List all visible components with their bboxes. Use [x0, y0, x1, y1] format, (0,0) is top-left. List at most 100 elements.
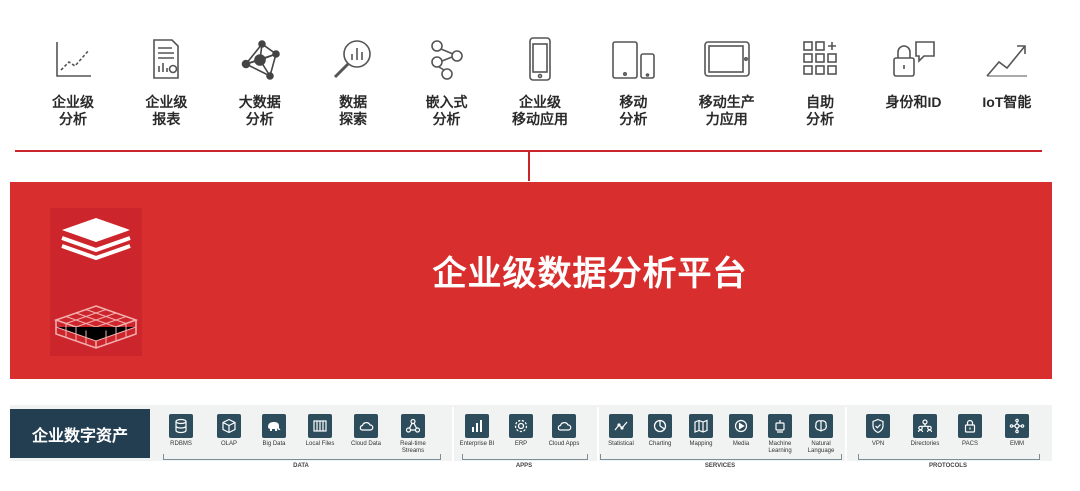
capability-label: 移动 分析: [619, 94, 648, 127]
padlock-icon: [958, 414, 982, 438]
capability-label: 自助 分析: [806, 94, 835, 127]
asset-name: EMM: [1010, 441, 1024, 447]
platform-band: [10, 182, 1052, 379]
asset-item-erp: ERP: [495, 414, 547, 448]
asset-name: Machine Learning: [768, 441, 792, 454]
asset-name: Real-time Streams: [400, 441, 426, 454]
asset-item-cloud-data: Cloud Data: [340, 414, 392, 448]
brain-icon: [809, 414, 833, 438]
elephant-icon: [262, 414, 286, 438]
people-icon: [913, 414, 937, 438]
capability-iot: IoT智能: [964, 36, 1050, 136]
capability-mobile-analytics: 移动 分析: [590, 36, 676, 136]
group-label-services: SERVICES: [704, 463, 736, 469]
map-icon: [689, 414, 713, 438]
asset-name: Charting: [648, 441, 672, 447]
group-bracket-apps: [462, 454, 588, 460]
stream-nodes-icon: [401, 414, 425, 438]
shield-check-icon: [866, 414, 890, 438]
asset-name: Cloud Data: [350, 441, 382, 447]
capability-label: 企业级 分析: [52, 94, 94, 127]
tablet-icon: [703, 36, 751, 82]
group-separator: [452, 407, 454, 462]
asset-item-natural-language: Natural Language: [795, 414, 847, 455]
asset-item-charting: Charting: [634, 414, 686, 448]
asset-item-realtime-streams: Real-time Streams: [387, 414, 439, 455]
smartphone-icon: [516, 36, 564, 82]
capability-mobile-productivity: 移动生产 力应用: [684, 36, 770, 136]
asset-item-statistical: Statistical: [595, 414, 647, 448]
asset-item-machine-learning: Machine Learning: [754, 414, 806, 455]
group-label-protocols: PROTOCOLS: [929, 463, 967, 469]
asset-name: Media: [732, 441, 750, 447]
asset-item-pacs: PACS: [944, 414, 996, 448]
asset-item-media: Media: [715, 414, 767, 448]
asset-name: Local Files: [305, 441, 335, 447]
magnifier-chart-icon: [329, 36, 377, 82]
asset-item-olap: OLAP: [203, 414, 255, 448]
group-separator: [597, 407, 599, 462]
group-separator: [845, 407, 847, 462]
platform-title: 企业级数据分析平台: [432, 255, 748, 293]
platform-icon-panel: [50, 208, 142, 356]
capability-label: 移动生产 力应用: [698, 94, 755, 127]
hub-icon: [1005, 414, 1029, 438]
gear-icon: [509, 414, 533, 438]
group-label-apps: APPS: [515, 463, 533, 469]
lock-speech-icon: [890, 36, 938, 82]
embedded-nodes-icon: [423, 36, 471, 82]
group-label-data: DATA: [293, 463, 309, 469]
capability-identity: 身份和ID: [871, 36, 957, 136]
capability-label: 数据 探索: [339, 94, 368, 127]
capability-row: 企业级 分析 企业级 报表 大数据 分析 数据 探索 嵌入式 分析 企业级 移动…: [30, 36, 1050, 136]
asset-name: Big Data: [262, 441, 286, 447]
database-icon: [169, 414, 193, 438]
capability-label: 企业级 报表: [145, 94, 188, 127]
asset-item-rdbms: RDBMS: [155, 414, 207, 448]
capability-connector-line: [528, 151, 530, 181]
capability-label: 大数据 分析: [238, 94, 281, 127]
asset-item-emm: EMM: [991, 414, 1043, 448]
network-graph-icon: [236, 36, 284, 82]
bar-chart-icon: [465, 414, 489, 438]
asset-item-vpn: VPN: [852, 414, 904, 448]
layers-stack-icon: [61, 218, 131, 261]
asset-name: OLAP: [220, 441, 237, 447]
capability-big-data: 大数据 分析: [217, 36, 303, 136]
asset-item-directories: Directories: [899, 414, 951, 448]
asset-name: RDBMS: [170, 441, 192, 447]
file-columns-icon: [308, 414, 332, 438]
cloud-icon: [552, 414, 576, 438]
group-bracket-protocols: [858, 454, 1040, 460]
asset-name: PACS: [962, 441, 978, 447]
asset-name: VPN: [871, 441, 885, 447]
trend-arrow-icon: [983, 36, 1031, 82]
group-bracket-data: [163, 454, 441, 460]
group-bracket-services: [600, 454, 842, 460]
report-document-icon: [142, 36, 190, 82]
asset-name: Directories: [910, 441, 940, 447]
cube-grid-icon: [53, 305, 139, 349]
capability-enterprise-reports: 企业级 报表: [123, 36, 209, 136]
line-chart-icon: [49, 36, 97, 82]
asset-item-mapping: Mapping: [675, 414, 727, 448]
tablet-phone-icon: [609, 36, 657, 82]
asset-item-enterprise-bi: Enterprise BI: [451, 414, 503, 448]
asset-name: Mapping: [689, 441, 713, 447]
asset-name: Cloud Apps: [548, 441, 580, 447]
capability-label: 嵌入式 分析: [425, 94, 468, 127]
scatter-trend-icon: [609, 414, 633, 438]
pie-chart-icon: [648, 414, 672, 438]
cloud-database-icon: [354, 414, 378, 438]
asset-name: ERP: [514, 441, 528, 447]
capability-label: IoT智能: [982, 94, 1032, 110]
capability-self-service: 自助 分析: [777, 36, 863, 136]
asset-item-big-data: Big Data: [248, 414, 300, 448]
asset-name: Natural Language: [807, 441, 835, 454]
capability-label: 身份和ID: [885, 94, 942, 110]
asset-strip-label: 企业数字资产: [10, 409, 150, 458]
asset-item-local-files: Local Files: [294, 414, 346, 448]
robot-icon: [768, 414, 792, 438]
capability-data-discovery: 数据 探索: [310, 36, 396, 136]
asset-item-cloud-apps: Cloud Apps: [538, 414, 590, 448]
